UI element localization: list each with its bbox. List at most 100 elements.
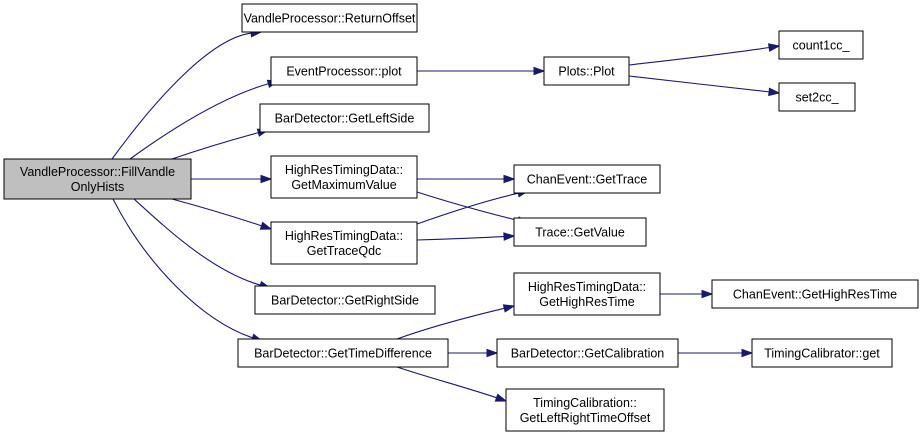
edge-plotsplot-to-count1cc (628, 43, 781, 66)
node-chanhighrestime[interactable]: ChanEvent::GetHighResTime (711, 279, 919, 309)
node-label: GetTraceQdc (307, 244, 382, 258)
edge-fillvandle-to-getrightside (133, 198, 272, 290)
node-label: GetLeftRightTimeOffset (520, 411, 651, 425)
node-label: VandleProcessor::ReturnOffset (244, 12, 416, 26)
node-label: ChanEvent::GetTrace (527, 173, 647, 187)
node-box (270, 221, 418, 265)
node-box (3, 158, 192, 200)
node-getmaxvalue[interactable]: HighResTimingData::GetMaximumValue (270, 155, 418, 199)
edge-line (416, 235, 505, 241)
edge-line (133, 198, 261, 286)
node-label: HighResTimingData:: (285, 229, 403, 243)
edge-arrowhead (701, 289, 714, 299)
node-label: BarDetector::GetLeftSide (275, 112, 415, 126)
edge-arrowhead (486, 348, 499, 358)
edge-line (396, 307, 505, 340)
edge-arrowhead (259, 221, 273, 230)
edge-getmaxvalue-to-gettrace (417, 174, 516, 184)
node-eventplot[interactable]: EventProcessor::plot (270, 56, 418, 86)
edge-fillvandle-to-getleftside (171, 128, 270, 160)
edge-line (628, 75, 770, 93)
node-box (270, 56, 418, 86)
node-label: HighResTimingData:: (285, 163, 403, 177)
edge-fillvandle-to-gettimediff (112, 198, 264, 342)
node-box (778, 82, 856, 112)
node-label: GetMaximumValue (291, 178, 396, 192)
node-gettraceqdc[interactable]: HighResTimingData::GetTraceQdc (270, 221, 418, 265)
edge-line (416, 192, 519, 225)
edge-line (171, 198, 262, 227)
node-box (513, 217, 647, 247)
edge-gettimediff-to-getcalibration (448, 348, 499, 358)
edge-line (111, 32, 252, 160)
node-label: BarDetector::GetTimeDifference (254, 347, 432, 361)
edge-arrowhead (533, 66, 546, 76)
edge-arrowhead (741, 348, 754, 358)
edge-arrowhead (494, 393, 508, 402)
edge-line (396, 366, 497, 399)
node-getrightside[interactable]: BarDetector::GetRightSide (254, 285, 436, 315)
node-box (513, 272, 661, 316)
node-plotsplot[interactable]: Plots::Plot (543, 56, 630, 86)
edge-gettraceqdc-to-getvalue (416, 232, 516, 241)
edge-line (129, 83, 269, 160)
node-box (711, 279, 919, 309)
node-box (778, 30, 864, 60)
edge-fillvandle-to-eventplot (129, 79, 280, 160)
node-box (496, 338, 679, 368)
edge-arrowhead (260, 174, 273, 184)
node-box (241, 3, 418, 33)
node-box (505, 388, 665, 432)
node-box (259, 103, 430, 133)
edge-fillvandle-to-gettraceqdc (171, 198, 273, 230)
node-label: count1cc_ (793, 39, 851, 53)
edge-gethighrestime-to-chanhighrestime (659, 289, 714, 299)
node-label: TimingCalibration:: (533, 396, 637, 410)
node-label: GetHighResTime (539, 295, 634, 309)
edge-arrowhead (768, 87, 781, 97)
edge-line (171, 132, 259, 160)
node-getleftside[interactable]: BarDetector::GetLeftSide (259, 103, 430, 133)
node-box (270, 155, 418, 199)
node-label: ChanEvent::GetHighResTime (733, 288, 897, 302)
node-leftrightoffset[interactable]: TimingCalibration::GetLeftRightTimeOffse… (505, 388, 665, 432)
edge-arrowhead (503, 232, 516, 241)
edge-plotsplot-to-set2cc (628, 75, 781, 97)
edge-gettimediff-to-leftrightoffset (396, 366, 508, 402)
edge-line (628, 46, 770, 66)
node-box (237, 338, 449, 368)
node-set2cc[interactable]: set2cc_ (778, 82, 856, 112)
node-getvalue[interactable]: Trace::GetValue (513, 217, 647, 247)
node-label: Trace::GetValue (535, 226, 625, 240)
edge-gettimediff-to-gethighrestime (396, 304, 516, 340)
edge-arrowhead (503, 174, 516, 184)
node-box (543, 56, 630, 86)
edge-line (112, 198, 253, 339)
node-gettrace[interactable]: ChanEvent::GetTrace (513, 164, 661, 194)
edge-line (416, 191, 519, 222)
node-gethighrestime[interactable]: HighResTimingData::GetHighResTime (513, 272, 661, 316)
node-label: TimingCalibrator::get (764, 347, 880, 361)
node-label: EventProcessor::plot (286, 65, 402, 79)
edge-arrowhead (767, 43, 781, 52)
node-getcalibration[interactable]: BarDetector::GetCalibration (496, 338, 679, 368)
node-label: BarDetector::GetRightSide (271, 294, 419, 308)
node-count1cc[interactable]: count1cc_ (778, 30, 864, 60)
edge-getmaxvalue-to-getvalue (416, 191, 530, 225)
node-calibratorget[interactable]: TimingCalibrator::get (751, 338, 893, 368)
node-label: OnlyHists (71, 180, 124, 194)
node-box (751, 338, 893, 368)
node-label: HighResTimingData:: (528, 280, 646, 294)
node-box (513, 164, 661, 194)
node-returnoffset[interactable]: VandleProcessor::ReturnOffset (241, 3, 418, 33)
node-label: Plots::Plot (558, 65, 615, 79)
edge-arrowhead (502, 304, 516, 313)
edge-getcalibration-to-calibratorget (678, 348, 754, 358)
edge-eventplot-to-plotsplot (417, 66, 546, 76)
node-gettimediff[interactable]: BarDetector::GetTimeDifference (237, 338, 449, 368)
edge-fillvandle-to-getmaxvalue (191, 174, 273, 184)
